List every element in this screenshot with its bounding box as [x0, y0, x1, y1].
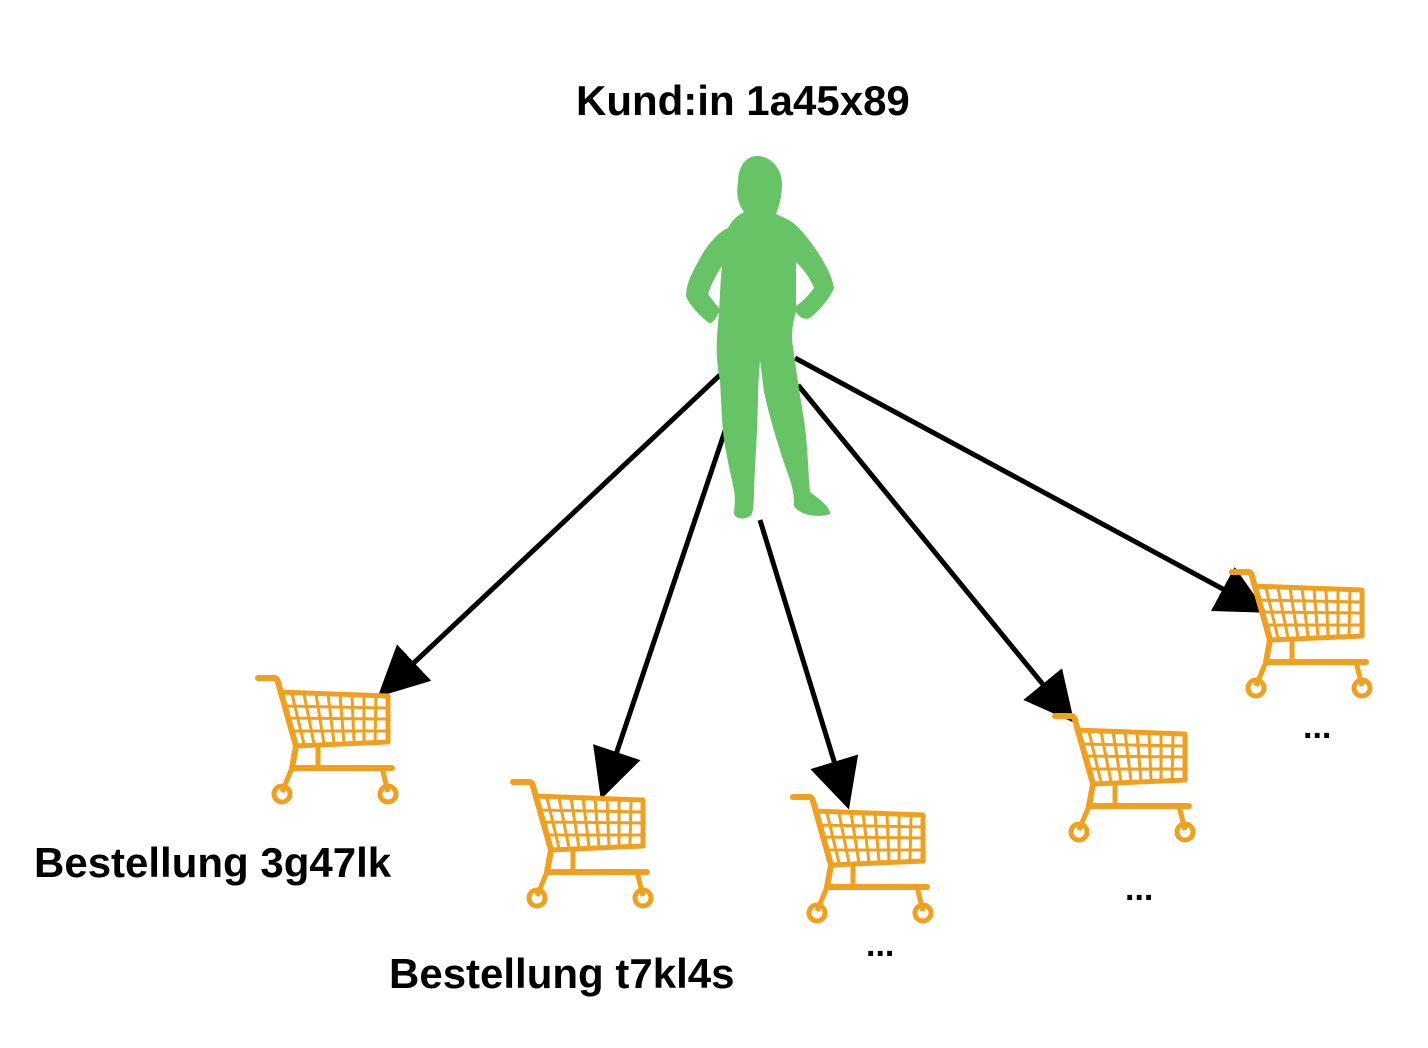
order-ellipsis: ... [866, 926, 895, 964]
shopping-cart-icon [793, 797, 931, 921]
woman-silhouette-icon [686, 156, 834, 519]
order-ellipsis: ... [1303, 708, 1332, 746]
arrow-order-2 [593, 421, 731, 800]
arrow-order-4 [796, 383, 1075, 723]
shopping-cart-icon [513, 782, 651, 906]
arrows [377, 355, 1267, 810]
arrow-order-3 [757, 519, 859, 810]
arrow-order-5 [793, 355, 1267, 613]
arrow-order-1 [377, 373, 722, 697]
shopping-cart-icon [1055, 716, 1193, 840]
shopping-cart-icon [258, 678, 396, 802]
order-label: Bestellung 3g47lk [34, 839, 392, 886]
customer-label: Kund:in 1a45x89 [576, 77, 910, 124]
order-label: Bestellung t7kl4s [389, 950, 735, 997]
shopping-cart-icon [1232, 572, 1370, 696]
order-ellipsis: ... [1125, 870, 1154, 908]
